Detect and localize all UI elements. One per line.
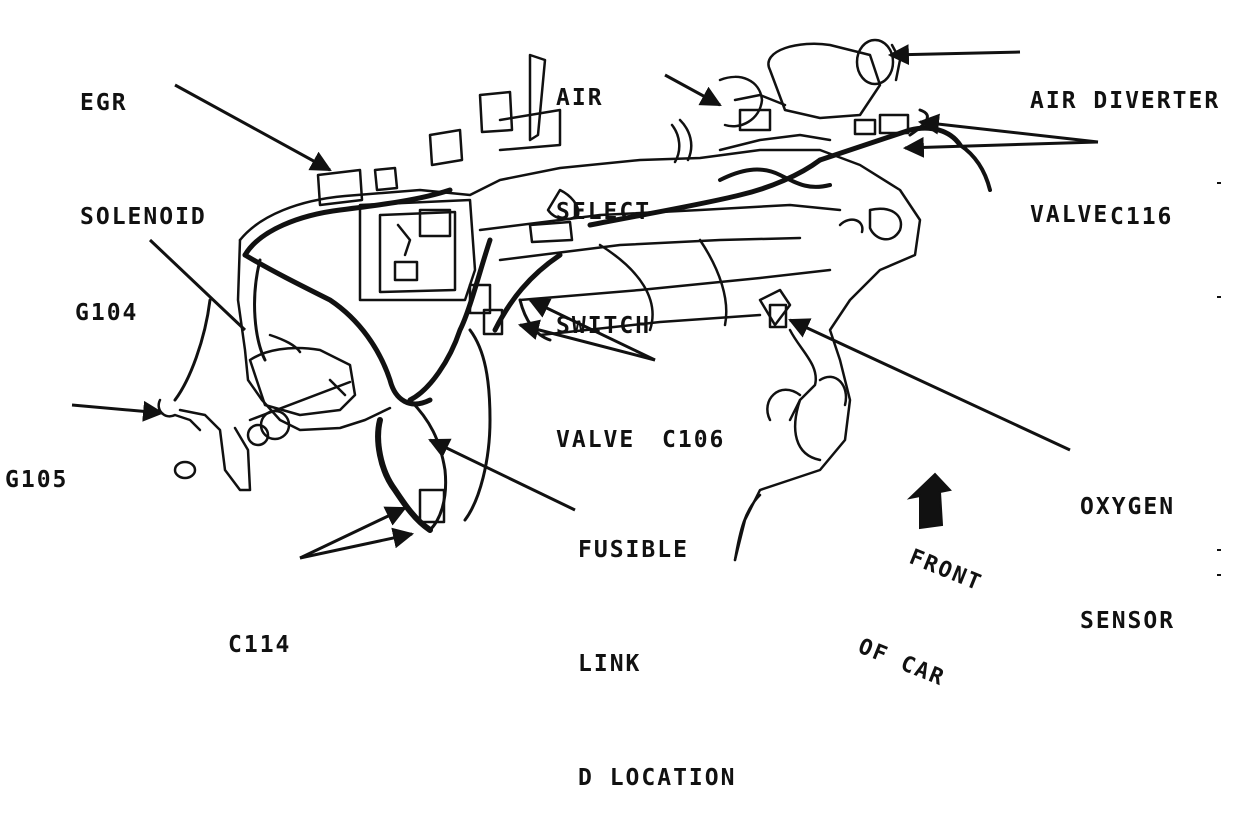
engine-illustration [157,38,992,562]
c106-leader-arrow-a [528,298,656,362]
c114-leader-arrow-a [299,506,407,560]
label-air-diverter-valve: AIR DIVERTER VALVE [1030,88,1221,228]
air-select-leader-arrow [664,73,722,107]
label-air-select-switch-valve: AIR SELECT SWITCH VALVE [556,85,652,453]
g105-leader-arrow [71,400,165,422]
g104-leader [148,238,247,332]
label-fusible-link: FUSIBLE LINK D LOCATION [578,537,737,791]
c116-leader-arrow-a [917,113,1099,144]
label-egr-solenoid: EGR SOLENOID [80,90,207,230]
c116-leader-arrow-b [902,136,1099,158]
c114-leader-arrow-b [299,527,415,560]
label-c114: C114 [228,632,292,658]
label-g104: G104 [75,300,139,326]
air-diverter-leader-arrow [887,44,1021,66]
egr-leader-arrow [174,83,332,172]
engine-wiring-diagram [71,38,1221,576]
fusible-link-leader-arrow [428,438,576,512]
label-oxygen-sensor: OXYGEN SENSOR [1080,494,1176,634]
c106-leader-arrow-b [517,319,656,362]
leader-lines [71,44,1099,560]
label-g105: G105 [5,467,69,493]
label-c106: C106 [662,427,726,453]
front-of-car-arrow-icon [906,472,952,530]
oxygen-sensor-leader-arrow [788,318,1071,452]
label-c116: C116 [1110,204,1174,230]
edge-ticks [1217,182,1221,576]
